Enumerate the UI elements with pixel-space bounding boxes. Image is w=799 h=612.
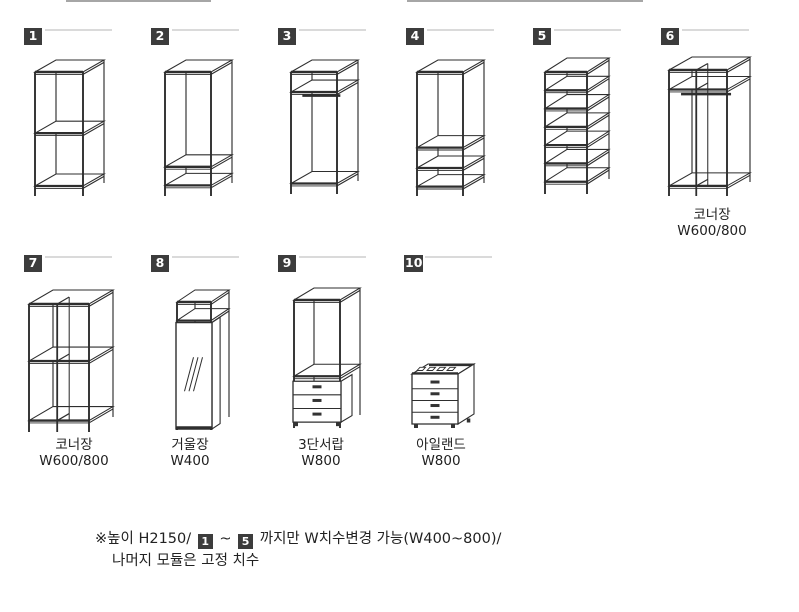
item-8-rule-line	[172, 255, 239, 258]
item-8-badge: 8	[151, 255, 169, 272]
caption-width: W400	[170, 453, 210, 469]
item-4-rule-line	[427, 28, 494, 31]
item-5-badge: 5	[533, 28, 551, 45]
item-9-rule-line	[299, 255, 366, 258]
item-10-badge: 10	[404, 255, 424, 272]
footnote-badge-1: 1	[197, 534, 213, 550]
item-9-badge: 9	[278, 255, 296, 272]
module-10-drawing-island-chest	[410, 363, 476, 428]
caption-name: 거울장	[171, 437, 209, 453]
module-7-drawing-corner-wardrobe	[27, 289, 115, 432]
item-5-rule-line	[554, 28, 621, 31]
caption-name: 3단서랍	[298, 437, 344, 453]
module-5-drawing-shelf-unit-six-bays	[543, 57, 611, 194]
module-2-drawing-open-frame-low-shelf	[163, 59, 234, 196]
module-6-drawing-corner-wardrobe-rod	[667, 56, 752, 196]
footnote-text-suffix: 까지만 W치수변경 가능(W400~800)/	[259, 531, 502, 547]
item-3-rule-line	[299, 28, 366, 31]
item-6-rule-line	[682, 28, 749, 31]
module-9-drawing-three-drawer-tower	[292, 287, 362, 428]
footnote-line2: 나머지 모듈은 고정 치수	[112, 552, 260, 569]
caption-width: W800	[421, 453, 461, 469]
item-2-badge: 2	[151, 28, 169, 45]
caption-width: W800	[301, 453, 341, 469]
caption-width: W600/800	[677, 223, 747, 239]
item-4-badge: 4	[406, 28, 424, 45]
reference-mark: ※	[95, 531, 108, 547]
caption-width: W600/800	[39, 453, 109, 469]
caption-name: 코너장	[693, 207, 731, 223]
footnote-range-separator: ~	[219, 531, 232, 547]
footnote-line1: ※높이 H2150/ 1 ~ 5 까지만 W치수변경 가능(W400~800)/	[95, 531, 502, 550]
item-2-rule-line	[172, 28, 239, 31]
module-1-drawing-open-frame-mid-shelf	[33, 59, 106, 196]
item-3-badge: 3	[278, 28, 296, 45]
crop-artifact-left	[66, 0, 211, 2]
item-6-badge: 6	[661, 28, 679, 45]
module-8-drawing-mirror-cabinet	[175, 289, 231, 431]
module-3-drawing-frame-top-shelf-rod	[289, 59, 360, 194]
item-1-badge: 1	[24, 28, 42, 45]
caption-name: 코너장	[55, 437, 93, 453]
footnote-badge-5: 5	[238, 534, 254, 550]
item-7-rule-line	[45, 255, 112, 258]
item-7-badge: 7	[24, 255, 42, 272]
item-10-rule-line	[425, 255, 492, 258]
module-4-drawing-frame-two-low-shelves	[415, 59, 486, 196]
item-1-rule-line	[45, 28, 112, 31]
footnote: ※높이 H2150/ 1 ~ 5 까지만 W치수변경 가능(W400~800)/…	[95, 529, 501, 572]
crop-artifact-right	[407, 0, 643, 2]
caption-name: 아일랜드	[416, 437, 466, 453]
footnote-text-prefix: 높이 H2150/	[107, 531, 192, 547]
